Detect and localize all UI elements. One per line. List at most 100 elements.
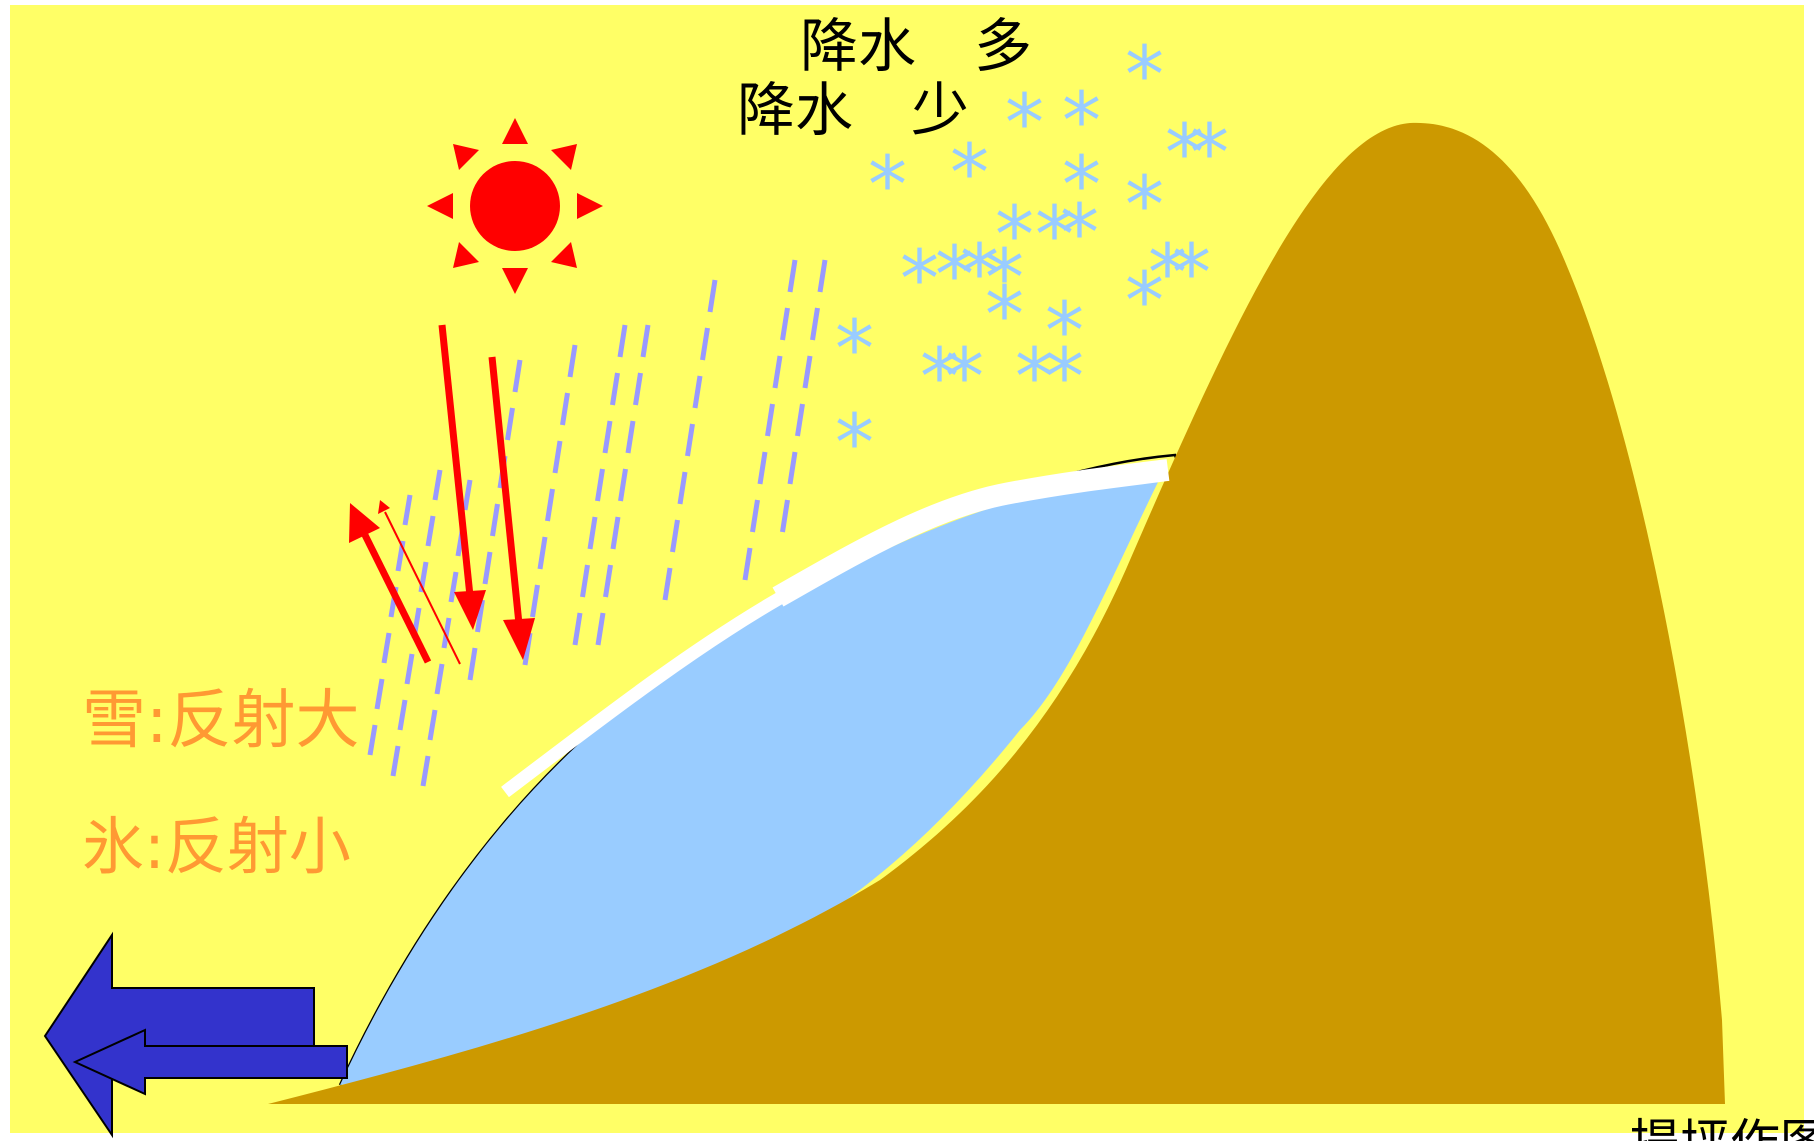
rain-streak <box>618 468 628 502</box>
rain-streak <box>404 653 415 685</box>
rain-streak <box>482 551 493 585</box>
rain-streak <box>633 372 643 406</box>
rain-streak <box>425 515 436 547</box>
snowflake-icon: * <box>1062 77 1101 167</box>
snowflake-icon: * <box>868 141 907 231</box>
rain-streak <box>640 324 651 358</box>
rain-streak <box>530 584 540 618</box>
rain-streak <box>505 407 515 441</box>
snow-surface-lower <box>501 592 784 798</box>
rain-streak <box>367 724 378 756</box>
snowflake-icon: * <box>1190 109 1229 199</box>
precip-less-label: 降水 少 <box>737 76 969 144</box>
reflected-radiation-arrows <box>349 500 461 665</box>
rain-streak <box>780 307 790 341</box>
rain-streak <box>677 471 688 505</box>
rain-streak <box>441 617 452 649</box>
rain-streak <box>432 469 443 501</box>
snowflake-icon: * <box>1045 287 1084 377</box>
rain-streak <box>780 499 790 533</box>
rain-streak <box>467 647 478 681</box>
rain-streak <box>560 392 570 426</box>
credit-label: 提坪作图 <box>1630 1114 1814 1141</box>
sun-icon <box>427 118 603 294</box>
rain-streak <box>603 564 613 598</box>
rain-streak <box>567 344 578 378</box>
rain-streak <box>757 451 768 485</box>
snowflake-icon: * <box>950 129 989 219</box>
precip-more-label: 降水 多 <box>800 12 1032 80</box>
snowflake-icon: * <box>1062 141 1101 231</box>
rain-streak <box>580 564 590 598</box>
mountain <box>268 122 1725 1104</box>
rain-streak <box>381 632 392 664</box>
snow-surface-upper <box>772 459 1170 607</box>
snowflake-icon: * <box>1172 229 1211 319</box>
ice-reflect-label: 氷:反射小 <box>82 810 351 883</box>
snowflake-icon: * <box>960 229 999 319</box>
rain-streak <box>692 375 703 409</box>
rain-streak <box>610 516 621 550</box>
rain-streak <box>595 612 606 646</box>
snowflakes: *************************** <box>835 31 1229 489</box>
rain-streak <box>475 599 485 633</box>
snowflake-icon: * <box>1060 189 1099 279</box>
ice-flow-arrow-icon <box>43 931 348 1139</box>
snowflake-icon: * <box>920 333 959 423</box>
rain-streak <box>572 612 583 646</box>
snowflake-icon: * <box>1125 257 1164 347</box>
rain-streak <box>795 403 805 437</box>
rain-streak <box>765 403 775 437</box>
snowflake-icon: * <box>900 235 939 325</box>
rain-streak <box>402 494 413 526</box>
snowflake-icon: * <box>835 399 874 489</box>
rain-streak <box>537 536 548 570</box>
snowflake-icon: * <box>985 234 1024 324</box>
snowflake-icon: * <box>935 231 974 321</box>
snowflake-icon: * <box>1035 191 1074 281</box>
snowflake-icon: * <box>835 305 874 395</box>
rain-streak <box>617 324 628 358</box>
rain-streak <box>490 503 500 537</box>
rain-streak <box>512 359 523 393</box>
snowflake-icon: * <box>985 271 1024 361</box>
rain-streak <box>662 567 673 601</box>
snowflake-icon: * <box>1125 31 1164 121</box>
rain-streak <box>742 547 753 581</box>
rain-streak <box>707 279 718 313</box>
rain-streak <box>602 420 613 454</box>
rain-streak <box>420 755 431 787</box>
rain-streak <box>787 451 798 485</box>
rain-streak <box>610 372 620 406</box>
rain-streak <box>670 519 680 553</box>
rain-streak <box>787 259 798 293</box>
snow-reflect-label: 雪:反射大 <box>82 684 360 758</box>
rain-streak <box>390 745 401 777</box>
rain-streak <box>817 259 828 293</box>
glacier-ice <box>340 478 1160 1085</box>
snowflake-icon: * <box>1165 109 1204 199</box>
snowflake-icon: * <box>1125 161 1164 251</box>
rain-streak <box>427 709 438 741</box>
rain-streak <box>772 355 783 389</box>
rain-streak <box>700 327 710 361</box>
rain-streak <box>625 420 636 454</box>
rain-streak <box>750 499 760 533</box>
rain-streak <box>462 479 473 511</box>
rain-streak <box>397 699 408 731</box>
rain-streak <box>552 440 563 474</box>
snowflake-icon: * <box>1045 333 1084 423</box>
rain-streak <box>448 571 459 603</box>
rain-streak <box>685 423 695 457</box>
incoming-radiation-arrows <box>438 324 535 660</box>
rain-streak <box>802 355 813 389</box>
snowflake-icon: * <box>1148 229 1187 319</box>
snowflake-icon: * <box>1005 79 1044 169</box>
rain-streak <box>545 488 555 522</box>
rain-streak <box>810 307 820 341</box>
rain-streak <box>434 663 445 695</box>
snowflake-icon: * <box>945 333 984 423</box>
snowflake-icon: * <box>995 191 1034 281</box>
rain-streak <box>595 468 605 502</box>
